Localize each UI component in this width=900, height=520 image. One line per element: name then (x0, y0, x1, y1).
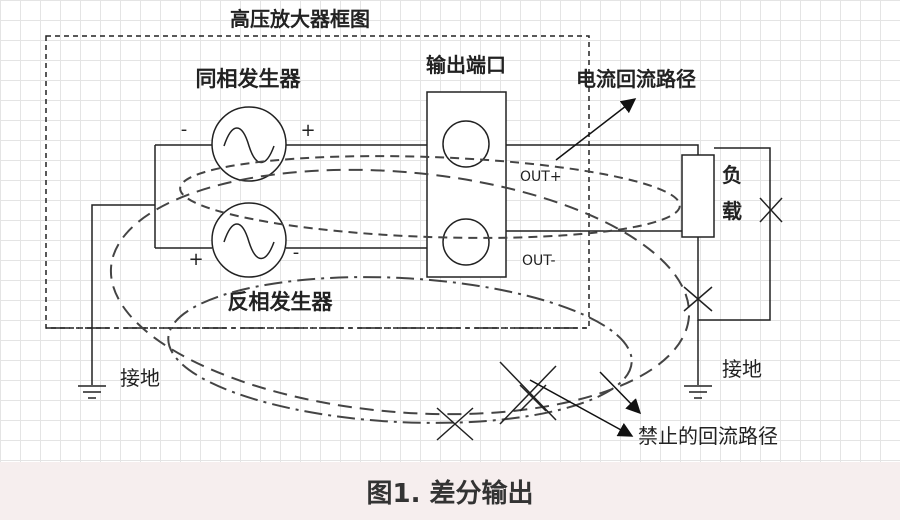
anti-phase-generator-label: 反相发生器 (228, 290, 334, 314)
ground-label-right: 接地 (722, 357, 762, 381)
cross-icon (683, 286, 713, 312)
diagram-title: 高压放大器框图 (230, 7, 370, 31)
cross-icon (519, 384, 547, 412)
anti-phase-generator (211, 202, 287, 278)
load-label-2: 载 (722, 199, 742, 223)
forbidden-cross-marks (436, 197, 783, 441)
circuit-wires (91, 144, 771, 385)
out-plus-label: OUT+ (520, 169, 562, 185)
current-return-path-arrow (555, 98, 637, 161)
forbidden-path-arrow (529, 379, 634, 437)
out-minus-label: OUT- (522, 253, 556, 269)
caption-bar: 图1. 差分输出 (0, 462, 900, 520)
current-return-path-loop (179, 155, 681, 239)
forbidden-return-path-label: 禁止的回流路径 (638, 424, 778, 448)
gen1-minus-sign: - (181, 119, 188, 140)
forbidden-return-path-loop (109, 168, 691, 416)
ground-icon (78, 385, 106, 399)
ground-icon (684, 385, 712, 399)
figure-caption: 图1. 差分输出 (366, 478, 534, 509)
output-port-label: 输出端口 (426, 53, 506, 77)
load-resistor (681, 154, 715, 238)
gen1-plus-sign: + (300, 120, 315, 141)
output-terminal-minus (442, 218, 490, 266)
output-terminal-plus (442, 120, 490, 168)
differential-output-diagram: 高压放大器框图 同相发生器 反相发生器 - + + - 输出端口 OUT+ OU… (45, 7, 783, 448)
gen2-plus-sign: + (188, 249, 203, 270)
load-label-1: 负 (722, 163, 742, 187)
sine-wave-icon (223, 223, 275, 260)
cross-icon (499, 361, 557, 425)
cross-icon (759, 197, 783, 223)
sine-wave-icon (223, 127, 275, 164)
in-phase-generator (211, 106, 287, 182)
forbidden-path-arrow (599, 371, 642, 415)
amplifier-boundary (45, 35, 590, 329)
in-phase-generator-label: 同相发生器 (196, 67, 302, 91)
ground-label-left: 接地 (120, 366, 160, 390)
forbidden-return-path-loop-dashdot (167, 276, 633, 424)
gen2-minus-sign: - (293, 242, 300, 263)
cross-icon (436, 407, 474, 441)
current-return-path-label: 电流回流路径 (576, 67, 696, 91)
